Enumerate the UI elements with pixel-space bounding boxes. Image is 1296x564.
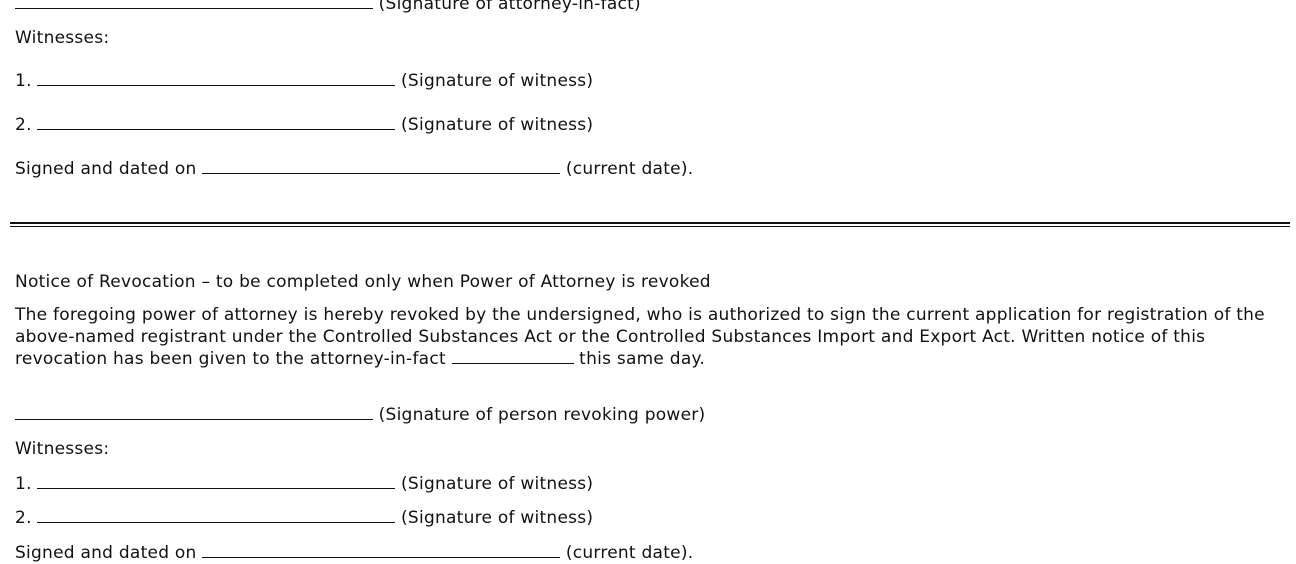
revocation-signed-suffix: (current date). xyxy=(565,543,694,563)
revocation-body-end: this same day. xyxy=(579,349,706,369)
witness-1-signature-blank[interactable] xyxy=(37,71,396,86)
signed-dated-line: Signed and dated on (current date). xyxy=(15,159,693,179)
witness-2-signature-blank[interactable] xyxy=(37,115,396,130)
revocation-signed-prefix: Signed and dated on xyxy=(15,543,197,563)
revocation-body: The foregoing power of attorney is hereb… xyxy=(15,304,1285,370)
revocation-witness-1-number: 1. xyxy=(15,474,32,494)
revocation-witnesses-label: Witnesses: xyxy=(15,439,110,459)
signed-dated-prefix: Signed and dated on xyxy=(15,159,197,179)
attorney-in-fact-blank[interactable] xyxy=(451,349,574,364)
revocation-witness-2-line: 2. (Signature of witness) xyxy=(15,508,593,528)
witness-1-number: 1. xyxy=(15,71,32,91)
attorney-signature-caption: (Signature of attorney-in-fact) xyxy=(378,0,641,14)
date-blank[interactable] xyxy=(202,159,561,174)
revocation-witness-1-line: 1. (Signature of witness) xyxy=(15,474,593,494)
revoker-signature-blank[interactable] xyxy=(15,405,373,420)
section-divider-top xyxy=(10,222,1290,224)
revocation-witness-2-caption: (Signature of witness) xyxy=(401,508,594,528)
witness-2-caption: (Signature of witness) xyxy=(401,115,594,135)
revocation-witness-1-blank[interactable] xyxy=(37,474,396,489)
revocation-body-text: The foregoing power of attorney is hereb… xyxy=(15,305,1265,369)
revocation-witness-1-caption: (Signature of witness) xyxy=(401,474,594,494)
signed-dated-suffix: (current date). xyxy=(565,159,694,179)
witnesses-label: Witnesses: xyxy=(15,28,110,48)
attorney-signature-line: (Signature of attorney-in-fact) xyxy=(15,0,641,14)
section-divider-bottom xyxy=(10,226,1290,227)
revocation-heading: Notice of Revocation – to be completed o… xyxy=(15,272,711,292)
witness-1-caption: (Signature of witness) xyxy=(401,71,594,91)
revocation-witness-2-number: 2. xyxy=(15,508,32,528)
witness-2-number: 2. xyxy=(15,115,32,135)
revocation-witness-2-blank[interactable] xyxy=(37,508,396,523)
revocation-date-blank[interactable] xyxy=(202,543,561,558)
attorney-signature-blank[interactable] xyxy=(15,0,373,9)
witness-1-line: 1. (Signature of witness) xyxy=(15,71,593,91)
witness-2-line: 2. (Signature of witness) xyxy=(15,115,593,135)
revocation-signed-dated-line: Signed and dated on (current date). xyxy=(15,543,693,563)
revoker-signature-line: (Signature of person revoking power) xyxy=(15,405,705,425)
revoker-signature-caption: (Signature of person revoking power) xyxy=(378,405,706,425)
